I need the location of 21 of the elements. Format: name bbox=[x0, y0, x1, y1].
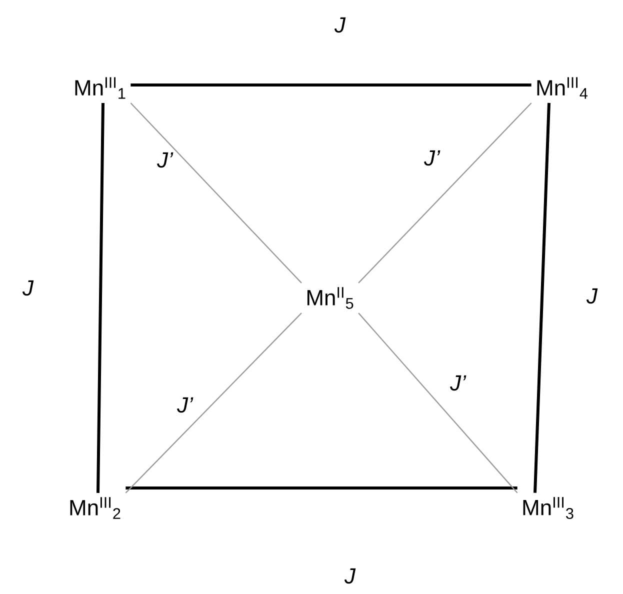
edge-label: J bbox=[334, 16, 346, 34]
coupling-line bbox=[125, 312, 302, 494]
ion-label: Mn$^{II}$5 bbox=[307, 287, 354, 309]
edge-label: J’ bbox=[449, 374, 467, 392]
edge-label: J bbox=[586, 287, 598, 305]
edge-label: J’ bbox=[176, 396, 194, 414]
edge-label: J’ bbox=[156, 151, 174, 169]
coupling-line bbox=[130, 102, 302, 284]
edge-label: J’ bbox=[423, 149, 441, 167]
coupling-line bbox=[534, 102, 550, 493]
ion-label: Mn$^{III}$2 bbox=[70, 497, 120, 519]
coupling-line bbox=[358, 312, 518, 494]
ion-label: Mn$^{III}$1 bbox=[75, 77, 126, 99]
coupling-line bbox=[358, 102, 532, 284]
ion-label: Mn$^{III}$4 bbox=[537, 77, 588, 99]
coupling-line bbox=[130, 84, 532, 86]
ion-label: Mn$^{III}$3 bbox=[523, 497, 574, 519]
edge-label: J bbox=[344, 567, 356, 585]
coupling-line bbox=[96, 102, 104, 493]
edge-label: J bbox=[22, 279, 34, 297]
coupling-line bbox=[126, 486, 518, 490]
